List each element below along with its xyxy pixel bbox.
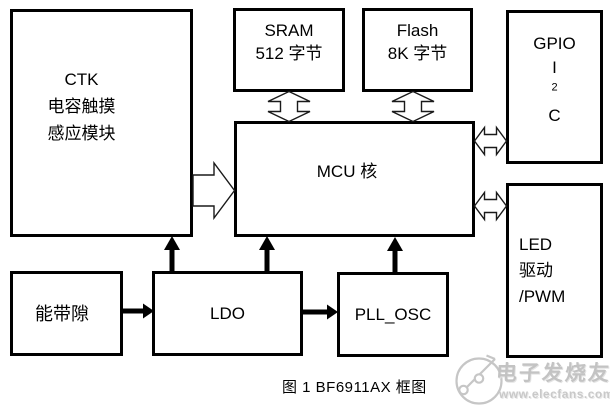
flash-mcu-double-arrow (391, 90, 435, 123)
flash-label: Flash (396, 21, 439, 40)
gpio-label: GPIO (533, 33, 576, 53)
pll-osc-label: PLL_OSC (354, 304, 432, 324)
watermark-brand-text: 电子发烧友 (495, 362, 610, 385)
pll-to-mcu-arrow-head (387, 237, 403, 251)
ldo-label: LDO (210, 303, 245, 323)
ctk-label-cn-1: 电容触摸 (47, 97, 116, 116)
ldo-to-mcu-arrow-head (259, 236, 275, 250)
block-pll-osc: PLL_OSC (337, 272, 449, 357)
bandgap-label: 能带隙 (35, 303, 89, 324)
block-mcu-core: MCU 核 (234, 121, 475, 237)
sram-mcu-double-arrow (267, 90, 311, 123)
sram-label: SRAM (264, 21, 314, 40)
ctk-label: CTK (64, 70, 99, 89)
sram-size-label: 512 字节 (255, 44, 323, 63)
mcu-led-double-arrow (473, 190, 508, 222)
figure-caption: 图 1 BF6911AX 框图 (282, 379, 427, 396)
block-flash: Flash 8K 字节 (362, 8, 473, 92)
ldo-to-ctk-arrow-head (164, 236, 180, 250)
led-drive-label: 驱动 (519, 260, 553, 280)
watermark-url-text: www.elecfans.com (499, 387, 610, 401)
ctk-to-mcu-arrow (192, 160, 236, 221)
block-sram: SRAM 512 字节 (233, 8, 345, 92)
ctk-label-cn-2: 感应模块 (47, 124, 116, 143)
flash-size-label: 8K 字节 (387, 44, 448, 63)
block-led-pwm: LED 驱动 /PWM (506, 183, 603, 358)
block-ldo: LDO (152, 271, 303, 356)
pwm-label: /PWM (519, 286, 566, 306)
mcu-label: MCU 核 (316, 162, 378, 181)
block-ctk-touch-module: CTK 电容触摸 感应模块 (10, 9, 193, 237)
block-bandgap: 能带隙 (10, 271, 123, 356)
mcu-gpio-double-arrow (473, 125, 508, 157)
led-label: LED (519, 234, 553, 254)
